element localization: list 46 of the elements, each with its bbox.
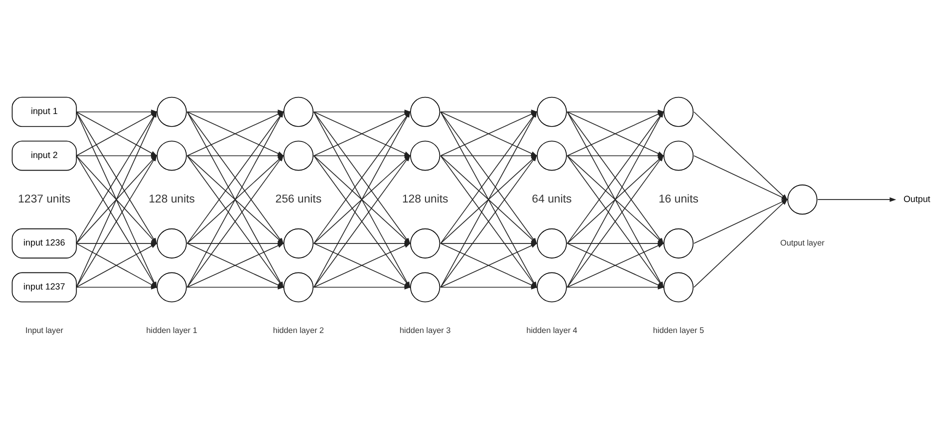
label: 1237 units bbox=[18, 193, 70, 206]
arrow bbox=[566, 284, 664, 290]
label: Output layer bbox=[780, 238, 824, 247]
node-box: input 1236 bbox=[12, 228, 77, 258]
arrow bbox=[313, 284, 411, 290]
node-circle bbox=[536, 140, 567, 170]
node-circle bbox=[410, 140, 440, 170]
node-circle bbox=[410, 272, 440, 302]
label: hidden layer 4 bbox=[526, 326, 578, 335]
node-text: Output bbox=[903, 193, 930, 204]
node-circle bbox=[156, 96, 187, 126]
arrow bbox=[817, 196, 896, 202]
label: hidden layer 1 bbox=[146, 326, 198, 335]
arrow bbox=[76, 284, 158, 290]
node-circle bbox=[410, 96, 440, 126]
node-circle bbox=[156, 272, 187, 302]
label: 16 units bbox=[658, 193, 698, 206]
arrow bbox=[440, 284, 538, 290]
node-circle bbox=[283, 96, 314, 126]
node-circle bbox=[283, 140, 314, 170]
arrow bbox=[76, 152, 158, 158]
node-circle bbox=[664, 96, 694, 126]
node-circle bbox=[283, 272, 314, 302]
arrow bbox=[186, 284, 284, 290]
label: 64 units bbox=[532, 193, 572, 206]
node-circle bbox=[664, 140, 694, 170]
node-circle bbox=[664, 228, 694, 258]
node-circle bbox=[283, 228, 314, 258]
node-circle bbox=[536, 96, 567, 126]
node-circle bbox=[156, 140, 187, 170]
node-circle bbox=[410, 228, 440, 258]
node-circle bbox=[536, 228, 567, 258]
label: hidden layer 5 bbox=[653, 326, 704, 335]
label: Input layer bbox=[25, 326, 64, 335]
node-circle bbox=[664, 272, 694, 302]
node-box: input 1237 bbox=[12, 272, 77, 302]
label: 128 units bbox=[148, 193, 195, 206]
node-circle bbox=[787, 184, 818, 214]
label: 128 units bbox=[402, 193, 448, 206]
label: 256 units bbox=[275, 193, 322, 206]
node-circle bbox=[156, 228, 187, 258]
label: hidden layer 3 bbox=[400, 326, 451, 335]
label: hidden layer 2 bbox=[272, 326, 324, 335]
node-circle bbox=[536, 272, 567, 302]
node-box: input 1 bbox=[12, 96, 77, 126]
node-box: input 2 bbox=[12, 140, 77, 170]
